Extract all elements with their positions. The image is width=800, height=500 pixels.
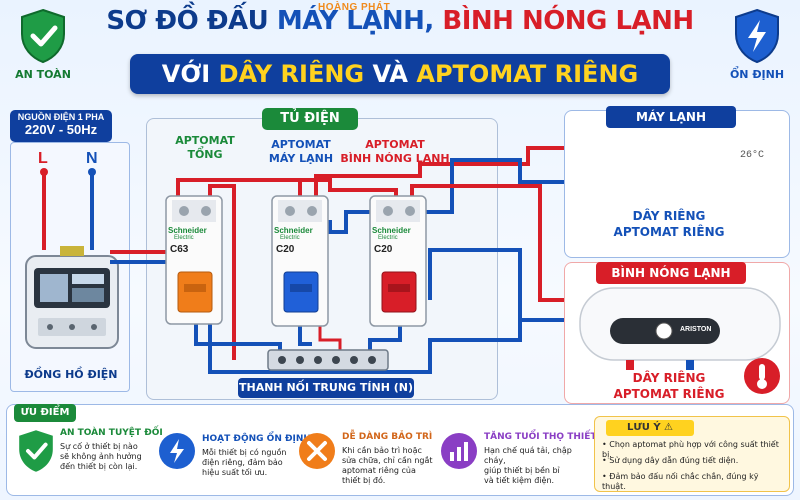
neutral-terminal-label: N <box>86 150 98 167</box>
adv-4-desc: Hạn chế quá tải, chập cháy, giúp thiết b… <box>484 446 572 485</box>
electric-meter-icon <box>25 246 119 349</box>
adv-4-title: TĂNG TUỔI THỌ THIẾT BỊ <box>484 432 610 442</box>
heater-brand: ARISTON <box>680 326 712 333</box>
adv-1-title: AN TOÀN TUYỆT ĐỐI <box>60 428 163 438</box>
adv-3-desc: Khi cần bảo trì hoặc sửa chữa, chỉ cần n… <box>342 446 433 485</box>
shield-bolt-icon <box>735 8 779 64</box>
line-terminal-label: L <box>38 150 48 167</box>
breaker-ac-brand-sub: Electric <box>280 235 300 241</box>
cabinet-title: TỦ ĐIỆN <box>262 108 358 130</box>
badge-safe-label: AN TOÀN <box>15 68 71 81</box>
breaker-ac-label: APTOMAT MÁY LẠNH <box>268 138 334 165</box>
note-item-1: • Chọn aptomat phù hợp với công suất thi… <box>602 440 779 459</box>
ac-note: DÂY RIÊNG APTOMAT RIÊNG <box>613 209 725 239</box>
adv-1-desc: Sự cố ở thiết bị nào sẽ không ảnh hưởng … <box>60 442 142 471</box>
power-source-box: NGUỒN ĐIỆN 1 PHA 220V - 50Hz <box>10 110 112 142</box>
breaker-ac-brand: Schneider <box>274 226 313 235</box>
advantages-title: ƯU ĐIỂM <box>14 404 76 422</box>
badge-stable-label: ỔN ĐỊNH <box>729 68 785 81</box>
note-item-3: • Đảm bảo đấu nối chắc chắn, đúng kỹ thu… <box>602 472 759 491</box>
ac-box <box>564 110 790 258</box>
breaker-main-brand-sub: Electric <box>174 235 194 241</box>
neutral-bar-label: THANH NỐI TRUNG TÍNH (N) <box>238 378 414 398</box>
breaker-ac-rating: C20 <box>276 244 295 255</box>
ac-title: MÁY LẠNH <box>606 106 736 128</box>
breaker-heater-label: APTOMAT BÌNH NÓNG LẠNH <box>340 138 450 165</box>
breaker-main <box>165 195 223 325</box>
adv-2-desc: Mỗi thiết bị có nguồn điện riêng, đảm bả… <box>202 448 287 477</box>
subtitle-banner: VỚI DÂY RIÊNG VÀ APTOMAT RIÊNG <box>130 54 670 94</box>
breaker-heater-brand-sub: Electric <box>378 235 398 241</box>
adv-3-title: DỄ DÀNG BẢO TRÌ <box>342 432 433 442</box>
note-title: LƯU Ý ⚠ <box>606 420 694 436</box>
heater-title: BÌNH NÓNG LẠNH <box>596 262 746 284</box>
breaker-ac <box>271 195 329 327</box>
breaker-heater-rating: C20 <box>374 244 393 255</box>
shield-check-icon <box>21 8 65 64</box>
breaker-main-label: APTOMAT TỔNG <box>175 134 235 161</box>
main-title: SƠ ĐỒ ĐẤU MÁY LẠNH, BÌNH NÓNG LẠNH <box>106 6 694 36</box>
shield-check-icon <box>19 430 53 472</box>
warning-icon: ⚠ <box>664 422 674 433</box>
lightning-icon <box>159 433 195 469</box>
breaker-main-brand: Schneider <box>168 226 207 235</box>
growth-chart-icon <box>441 433 477 469</box>
wrench-icon <box>299 433 335 469</box>
breaker-main-rating: C63 <box>170 244 189 255</box>
meter-label: ĐỒNG HỒ ĐIỆN <box>24 368 118 381</box>
heater-note: DÂY RIÊNG APTOMAT RIÊNG <box>613 371 725 401</box>
ac-display: 26°C <box>740 150 765 161</box>
adv-2-title: HOẠT ĐỘNG ỔN ĐỊNH <box>202 434 311 444</box>
brand-logo: HOÀNG PHÁT <box>318 2 391 13</box>
breaker-heater-brand: Schneider <box>372 226 411 235</box>
note-item-2: • Sử dụng dây dẫn đúng tiết diện. <box>602 456 739 465</box>
breaker-heater <box>369 195 427 327</box>
